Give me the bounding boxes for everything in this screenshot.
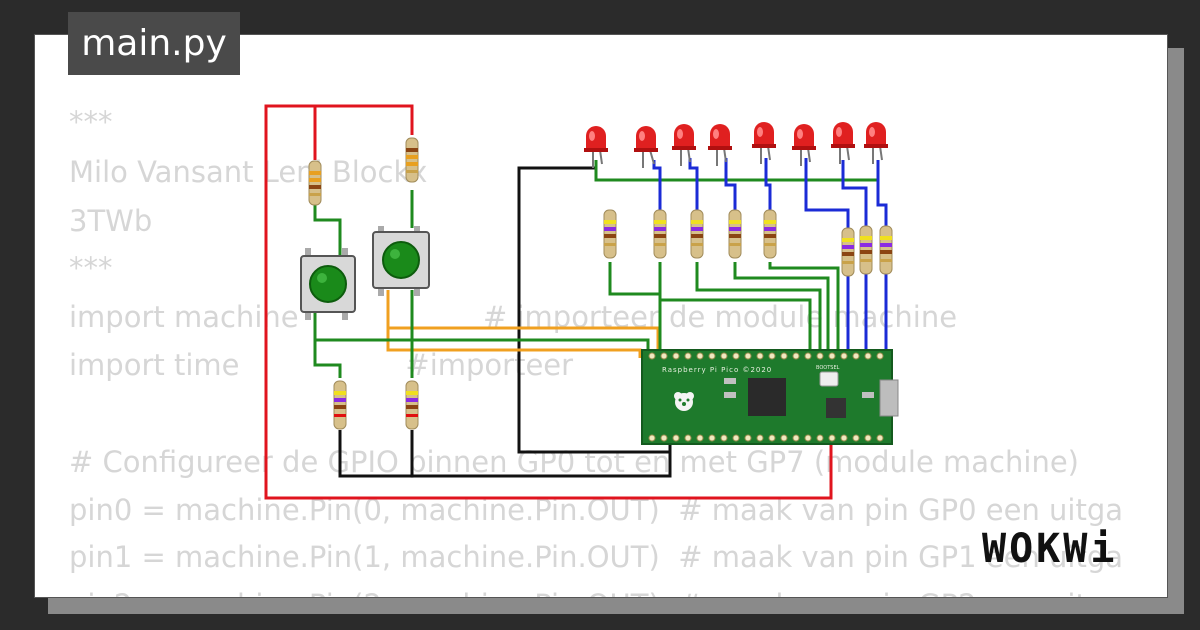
led-4 (708, 124, 732, 166)
rp2040-chip (748, 378, 786, 416)
code-line-11: pin2 = machine.Pin(2, machine.Pin.OUT) #… (69, 588, 1123, 597)
code-line-10: pin1 = machine.Pin(1, machine.Pin.OUT) #… (69, 540, 1124, 574)
raspberry-logo-icon (674, 392, 694, 411)
wire-green-buttons (313, 160, 880, 378)
resistor-1 (308, 160, 322, 206)
led-8 (864, 122, 888, 164)
resistor-9 (763, 209, 777, 259)
resistor-11 (859, 225, 873, 275)
led-5 (752, 122, 776, 164)
resistors (308, 137, 893, 430)
raspberry-pi-pico[interactable]: Raspberry Pi Pico ©2020 BOOTSEL (641, 349, 899, 445)
resistor-4 (405, 380, 419, 430)
led-6 (792, 124, 816, 166)
leds (584, 122, 888, 168)
wire-red (264, 104, 833, 500)
wire-black (338, 166, 672, 478)
resistor-10 (841, 227, 855, 277)
resistor-8 (728, 209, 742, 259)
resistor-7 (690, 209, 704, 259)
push-button-2[interactable] (372, 226, 430, 296)
board-label: Raspberry Pi Pico ©2020 (662, 366, 772, 374)
code-line-4: *** (69, 251, 113, 285)
top-pins (648, 352, 884, 360)
code-line-6: import time #importeer (69, 348, 574, 382)
led-7 (831, 122, 855, 164)
resistor-2 (405, 137, 419, 183)
wire-orange (386, 290, 660, 358)
bootsel-button (819, 371, 839, 387)
wokwi-logo: WOKWi (982, 526, 1118, 572)
resistor-5 (603, 209, 617, 259)
bootsel-label: BOOTSEL (816, 365, 840, 371)
led-2 (634, 126, 658, 168)
code-line-1: *** (69, 105, 113, 139)
led-3 (672, 124, 696, 166)
file-title-tab[interactable]: main.py (68, 12, 240, 75)
code-line-5: import machine # importeer de module mac… (69, 300, 958, 334)
resistor-12 (879, 225, 893, 275)
push-button-1[interactable] (300, 248, 356, 320)
code-line-3: 3TWb (69, 204, 153, 238)
flash-chip (826, 398, 846, 418)
resistor-6 (653, 209, 667, 259)
resistor-3 (333, 380, 347, 430)
led-1 (584, 126, 608, 168)
wire-blue (652, 158, 888, 350)
bottom-pins (648, 434, 884, 442)
